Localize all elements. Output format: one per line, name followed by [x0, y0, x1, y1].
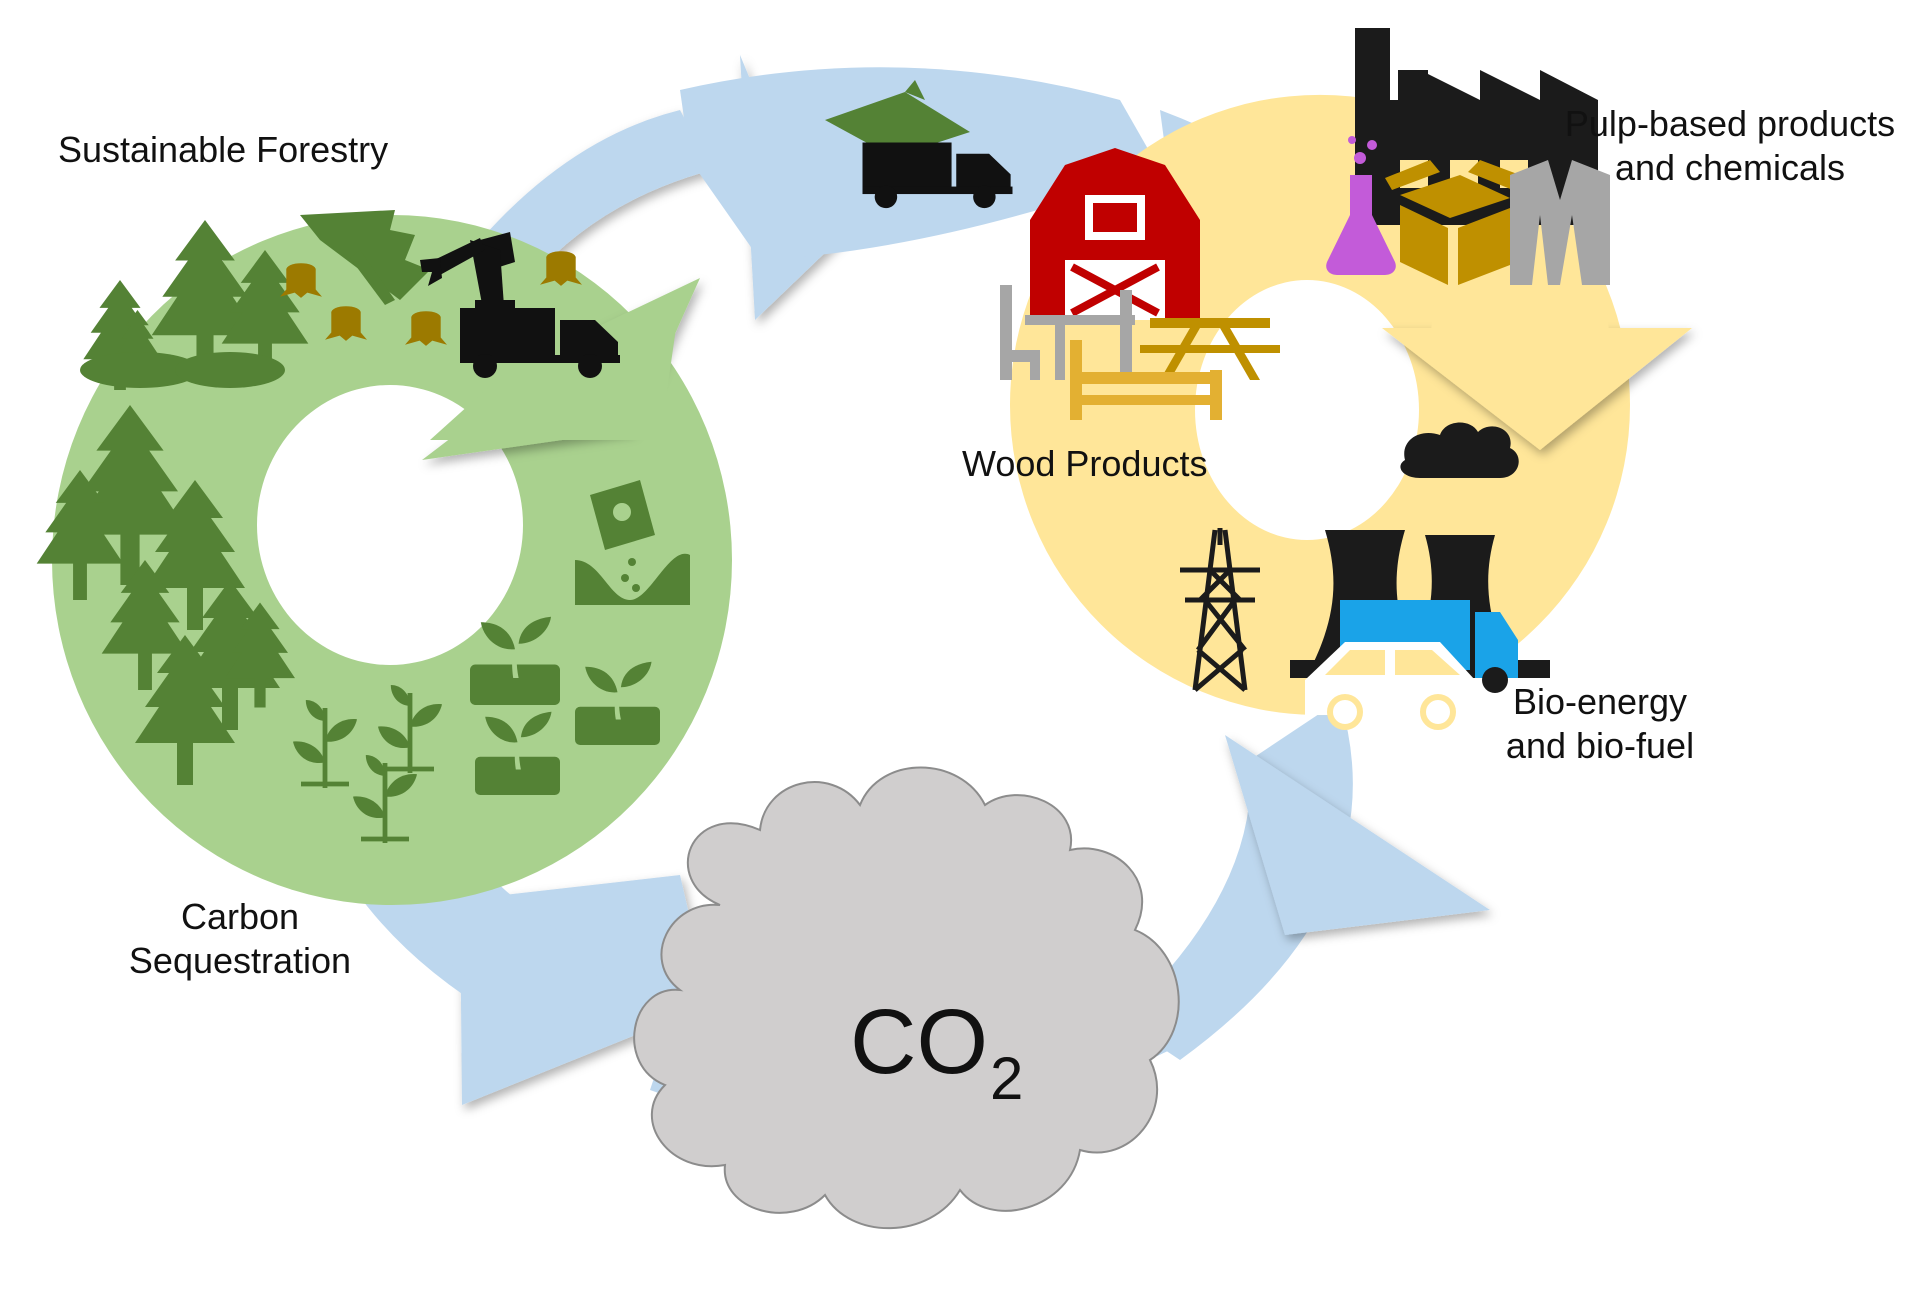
felled-tree-icon	[300, 210, 430, 305]
bed-icon	[1070, 340, 1222, 420]
table-icon	[1025, 315, 1135, 380]
bio-line1: Bio-energy	[1512, 681, 1688, 722]
carbon-sequestration-label: Carbon Sequestration	[100, 895, 380, 983]
pulp-products-label: Pulp-based products and chemicals	[1540, 102, 1920, 190]
co2-subscript: 2	[990, 1045, 1024, 1112]
bio-energy-label: Bio-energy and bio-fuel	[1485, 680, 1715, 768]
pulp-line1: Pulp-based products	[1564, 103, 1896, 144]
wood-truck-icon	[825, 80, 1013, 209]
sustainable-forestry-label: Sustainable Forestry	[58, 129, 389, 170]
pine-tree-icon	[36, 220, 309, 785]
car-icon	[1305, 642, 1478, 730]
chair-icon	[1000, 285, 1132, 380]
flask-icon	[1326, 136, 1396, 275]
co2-main: CO	[850, 991, 988, 1093]
pulp-line2: and chemicals	[1614, 146, 1846, 188]
barn-icon	[1030, 148, 1200, 320]
carbon-sequestration-line1: Carbon	[180, 896, 300, 937]
co2-label: CO2	[850, 990, 1023, 1112]
jacket-icon	[1510, 160, 1610, 285]
bio-line2: and bio-fuel	[1505, 724, 1695, 766]
transmission-tower-icon	[1180, 528, 1260, 692]
forest-icons	[36, 210, 430, 785]
picnic-table-icon	[1140, 318, 1280, 380]
cloud-icon	[633, 766, 1180, 1230]
seed-packet-icon	[575, 480, 690, 605]
wood-products-label: Wood Products	[962, 443, 1208, 484]
products-arrow-head	[1382, 328, 1692, 450]
carbon-sequestration-line2: Sequestration	[128, 939, 352, 981]
